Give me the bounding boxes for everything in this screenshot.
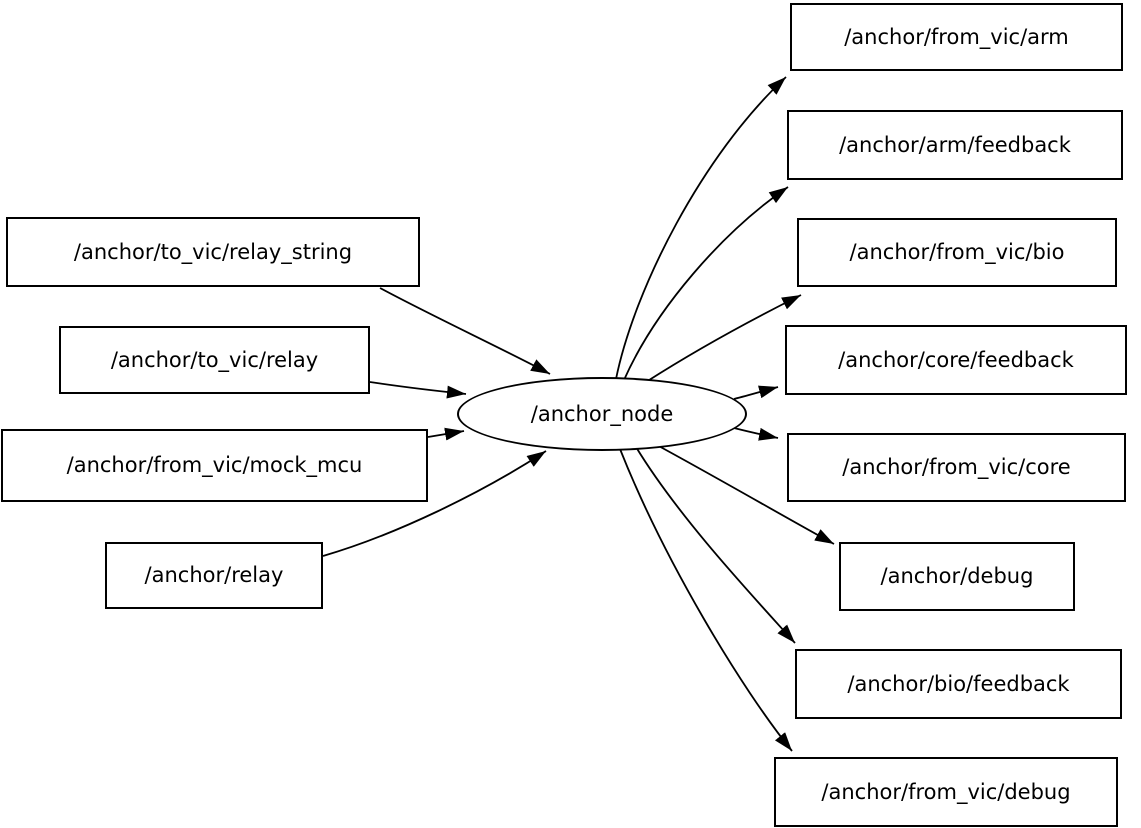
edge-anchor-node-to-anchor-from-vic-core [733, 427, 779, 441]
node-label: /anchor/from_vic/debug [821, 779, 1071, 804]
node-label: /anchor/to_vic/relay_string [73, 239, 353, 264]
node-anchor-to-vic-relay-string: /anchor/to_vic/relay_string [6, 217, 420, 287]
edge-anchor-to-vic-relay-string-to-anchor-node [379, 287, 551, 375]
node-label: /anchor/bio/feedback [847, 671, 1070, 696]
edge-anchor-relay-to-anchor-node [322, 450, 547, 557]
node-label: /anchor/from_vic/core [842, 455, 1071, 479]
edge-anchor-from-vic-mock-mcu-to-anchor-node [427, 427, 465, 441]
node-label: /anchor/relay [144, 563, 284, 587]
node-anchor-debug: /anchor/debug [839, 542, 1075, 611]
edge-anchor-node-to-anchor-from-vic-debug [619, 448, 793, 752]
node-label: /anchor/arm/feedback [839, 132, 1071, 157]
edge-anchor-node-to-anchor-bio-feedback [635, 446, 796, 644]
node-label: /anchor/to_vic/relay [110, 347, 319, 372]
node-anchor-arm-feedback: /anchor/arm/feedback [787, 110, 1123, 180]
node-label: /anchor/from_vic/mock_mcu [66, 453, 363, 477]
node-anchor-to-vic-relay: /anchor/to_vic/relay [59, 326, 370, 394]
node-label: /anchor/from_vic/arm [844, 24, 1069, 49]
node-anchor-relay: /anchor/relay [105, 542, 323, 609]
edge-anchor-node-to-anchor-from-vic-arm [615, 76, 787, 380]
edge-anchor-to-vic-relay-to-anchor-node [369, 381, 467, 399]
node-label: /anchor/core/feedback [838, 347, 1074, 372]
node-anchor-from-vic-arm: /anchor/from_vic/arm [790, 3, 1123, 71]
node-label: /anchor/debug [880, 564, 1034, 588]
node-anchor-from-vic-debug: /anchor/from_vic/debug [774, 757, 1118, 827]
node-anchor-from-vic-bio: /anchor/from_vic/bio [797, 218, 1117, 287]
node-label: /anchor_node [530, 401, 674, 426]
node-anchor-core-feedback: /anchor/core/feedback [785, 325, 1127, 395]
edge-anchor-node-to-anchor-debug [654, 443, 835, 545]
node-anchor-bio-feedback: /anchor/bio/feedback [795, 649, 1122, 719]
node-anchor-node: /anchor_node [457, 377, 747, 451]
node-anchor-from-vic-mock-mcu: /anchor/from_vic/mock_mcu [1, 429, 428, 502]
node-anchor-from-vic-core: /anchor/from_vic/core [787, 433, 1126, 502]
edge-anchor-node-to-anchor-core-feedback [733, 385, 779, 400]
edge-anchor-node-to-anchor-arm-feedback [623, 186, 789, 381]
node-label: /anchor/from_vic/bio [849, 240, 1065, 264]
edge-anchor-node-to-anchor-from-vic-bio [645, 294, 802, 383]
